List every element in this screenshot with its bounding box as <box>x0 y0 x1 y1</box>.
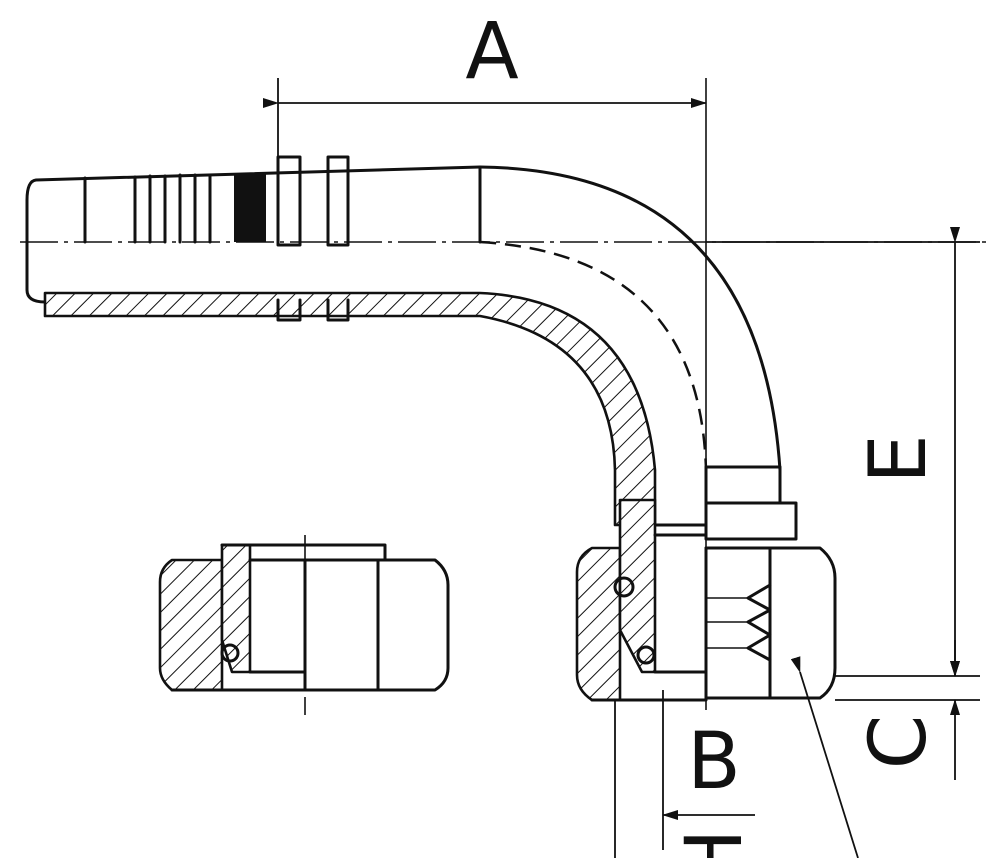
knurl-band <box>234 174 266 242</box>
collar-1 <box>276 155 302 247</box>
o-ring-2 <box>636 645 656 665</box>
thread-teeth <box>746 583 772 662</box>
elbow-fitting <box>25 155 837 702</box>
hose-tail-outline <box>25 165 482 304</box>
outer-bend <box>478 165 782 502</box>
nut-inner-wall <box>618 498 657 674</box>
collar-2 <box>326 155 350 247</box>
dimension-b-label: B <box>687 717 741 807</box>
dimension-c: C <box>835 640 980 780</box>
nut-hex <box>704 546 837 700</box>
detail-inner-wall <box>220 543 252 674</box>
dimension-a-label: A <box>465 7 518 97</box>
dimension-b: B <box>662 690 755 850</box>
inner-bore <box>479 240 708 471</box>
swivel-nut <box>575 498 837 702</box>
ring-groove <box>704 501 798 541</box>
collar-lower <box>276 298 350 322</box>
leader-line <box>790 656 859 858</box>
dimension-h: H <box>614 700 760 858</box>
dimension-h-label: H <box>670 829 760 858</box>
tail-wall-section <box>43 291 657 527</box>
dimension-e-label: E <box>854 434 944 483</box>
nut-detail-view <box>158 535 450 715</box>
barb-rings <box>83 173 266 244</box>
nut-section-left <box>575 546 622 702</box>
o-ring-1 <box>613 576 635 598</box>
dimension-c-label: C <box>854 715 944 769</box>
detail-o-ring <box>220 643 240 663</box>
dimension-a: A <box>263 7 707 157</box>
detail-hex <box>303 558 450 692</box>
dimension-e: E <box>706 227 980 677</box>
neck <box>704 465 782 505</box>
detail-nut-section <box>158 558 224 692</box>
